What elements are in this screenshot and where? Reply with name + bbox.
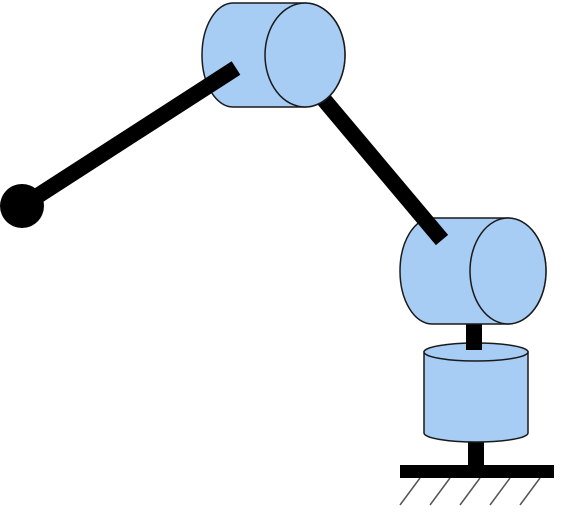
base-post [468,438,484,468]
base-plate [400,465,554,478]
base-cylinder [423,342,529,443]
end-effector [0,184,44,228]
forearm-link [313,89,449,246]
upper-joint [201,2,346,108]
lower-joint [399,217,547,325]
joint-post [466,322,482,350]
ground-hatch [399,477,541,506]
upper-arm-link [17,61,241,213]
